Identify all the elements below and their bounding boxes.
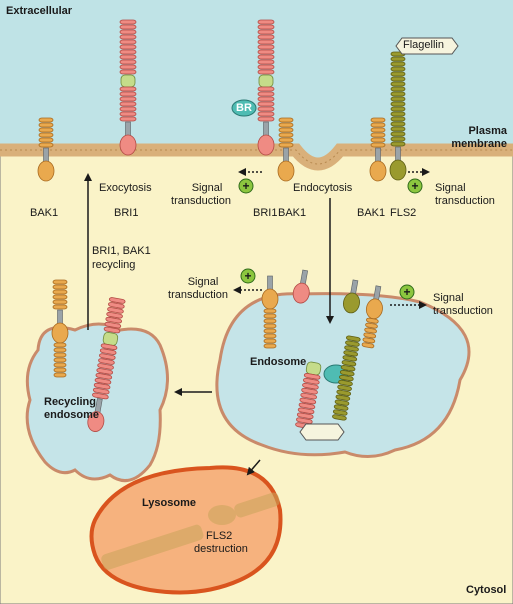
fls2-ectodomain	[332, 335, 361, 421]
bri1-receptor	[87, 297, 126, 432]
flagellin-label: Flagellin	[403, 39, 444, 51]
bak1-receptor	[261, 275, 279, 349]
fls2-receptor	[389, 51, 407, 181]
extracellular-region	[0, 0, 513, 164]
svg-text:+: +	[242, 179, 249, 193]
fls2-fragment	[101, 492, 280, 570]
transduction-label: transduction	[435, 195, 495, 207]
lysosome-arrow	[246, 459, 261, 476]
endocytosis-label: Endocytosis	[293, 182, 353, 194]
bri1-receptor	[119, 19, 137, 156]
plasma-membrane-texture	[0, 149, 513, 165]
bak1-label: BAK1	[278, 207, 307, 219]
signal-label: Signal	[191, 182, 223, 194]
plasma-membrane-label-1: Plasma	[468, 125, 507, 137]
recycling-label-2: recycling	[92, 259, 136, 271]
signal-label: Signal	[187, 276, 219, 288]
bri1-receptor	[257, 19, 275, 156]
fls2-receptor	[343, 279, 360, 314]
bri1-label: BRI1	[253, 207, 278, 219]
bak1-receptor	[51, 279, 69, 378]
recycling-endosome-label-1: Recycling	[44, 396, 96, 408]
flagellin-ligand	[395, 37, 459, 55]
endosome-label: Endosome	[250, 356, 307, 368]
fls2-destruction-label-2: destruction	[194, 543, 248, 555]
svg-text:+: +	[403, 285, 410, 299]
svg-text:+: +	[411, 179, 418, 193]
bak1-receptor	[369, 117, 387, 182]
plasma-membrane-label-2: membrane	[451, 138, 507, 150]
extracellular-label: Extracellular	[6, 5, 73, 17]
exocytosis-label: Exocytosis	[99, 182, 152, 194]
fls2-destruction-label-1: FLS2	[206, 530, 233, 542]
transduction-label: transduction	[168, 289, 228, 301]
recycling-label-1: BRI1, BAK1	[92, 245, 151, 257]
bri1-label: BRI1	[114, 207, 139, 219]
bak1-receptor	[37, 117, 55, 182]
transduction-label: transduction	[433, 305, 493, 317]
br-label: BR	[236, 102, 252, 114]
bri1-receptor	[292, 269, 310, 304]
br-ligand	[231, 99, 257, 117]
flagellin-ligand	[299, 423, 345, 441]
bak1-label: BAK1	[30, 207, 59, 219]
lysosome-label: Lysosome	[142, 497, 197, 509]
cytosol-label: Cytosol	[466, 584, 507, 596]
bak1-receptor	[361, 285, 383, 349]
receptors-layer	[37, 19, 459, 441]
plus-icon: +	[238, 178, 254, 194]
plus-icon: +	[399, 284, 415, 300]
plus-icon: +	[407, 178, 423, 194]
fls2-label: FLS2	[390, 207, 417, 219]
plus-icon: +	[240, 268, 256, 284]
transduction-label: transduction	[171, 195, 231, 207]
recycling-endosome-label-2: endosome	[44, 409, 100, 421]
bak1-label: BAK1	[357, 207, 386, 219]
bak1-receptor	[277, 117, 295, 182]
svg-text:+: +	[244, 269, 251, 283]
signal-label: Signal	[433, 292, 464, 304]
signal-label: Signal	[435, 182, 466, 194]
